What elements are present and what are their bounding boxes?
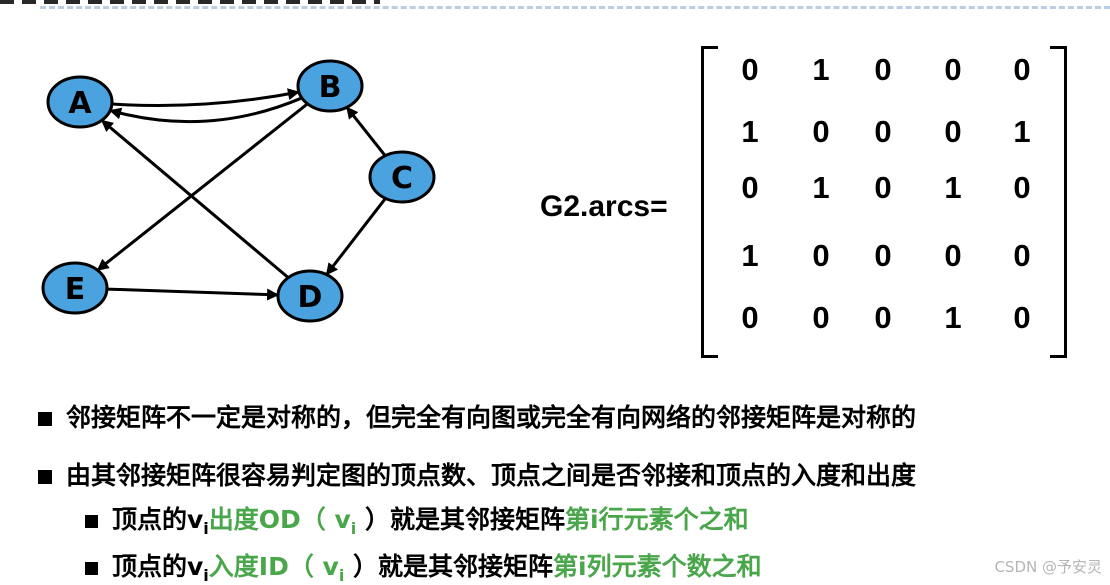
- edge-b-to-a: [109, 96, 303, 124]
- subscript-i: i: [350, 519, 357, 538]
- edge-a-to-b: [111, 88, 300, 107]
- matrix-cell: 0: [741, 52, 759, 87]
- matrix-cell: 0: [1013, 170, 1031, 205]
- node-circle: [368, 150, 436, 204]
- matrix-cell: 0: [1013, 300, 1031, 335]
- watermark: CSDN @予安灵: [994, 558, 1102, 576]
- matrix-cell: 1: [812, 52, 830, 87]
- bullet-square-icon: [85, 514, 98, 528]
- in-degree-term: 入度ID（ v: [208, 552, 339, 581]
- bullet-square-icon: [38, 412, 52, 426]
- matrix-cell: 0: [1013, 238, 1031, 273]
- column-sum-term: 第i列元素个数之和: [553, 552, 762, 581]
- node-b: B: [296, 59, 364, 113]
- node-c: C: [368, 150, 436, 204]
- node-circle: [296, 59, 364, 113]
- sub-bullet-middle: ）就是其邻接矩阵: [356, 505, 565, 534]
- node-label: C: [391, 161, 413, 196]
- bullet-text: 由其邻接矩阵很容易判定图的顶点数、顶点之间是否邻接和顶点的入度和出度: [66, 461, 917, 490]
- bullet-text: 邻接矩阵不一定是对称的，但完全有向图或完全有向网络的邻接矩阵是对称的: [66, 403, 917, 432]
- out-degree-term: 出度OD（ v: [208, 505, 351, 534]
- edge-b-to-e: [96, 102, 309, 272]
- cropped-heading: [0, 0, 380, 4]
- subscript-i: i: [338, 566, 345, 585]
- node-label: E: [65, 272, 86, 307]
- top-decoration: [0, 0, 1110, 10]
- matrix-cell: 1: [944, 300, 962, 335]
- node-d: D: [276, 269, 344, 323]
- sub-bullet-out-degree: 顶点的vi出度OD（ vi ）就是其邻接矩阵第i行元素个之和: [85, 500, 749, 538]
- matrix-cell: 0: [874, 52, 892, 87]
- matrix-cell: 1: [944, 170, 962, 205]
- node-label: B: [319, 70, 342, 105]
- matrix-cell: 0: [874, 170, 892, 205]
- matrix-cell: 1: [741, 114, 759, 149]
- node-e: E: [41, 261, 109, 315]
- sub-bullet-middle: ）就是其邻接矩阵: [344, 552, 554, 581]
- matrix-right-bracket: [1050, 46, 1067, 358]
- matrix-cell: 0: [1013, 52, 1031, 87]
- row-sum-term: 第i行元素个之和: [565, 505, 749, 534]
- graph-edges: [96, 88, 387, 301]
- node-label: D: [298, 280, 323, 315]
- matrix-cell: 0: [812, 238, 830, 273]
- bullet-square-icon: [85, 561, 98, 575]
- matrix-cell: 0: [944, 114, 962, 149]
- node-label: A: [68, 86, 92, 121]
- matrix-cell: 0: [944, 52, 962, 87]
- graph-nodes: A B C D E: [41, 59, 436, 323]
- matrix-cell: 0: [874, 238, 892, 273]
- matrix-cell: 1: [812, 170, 830, 205]
- bullet-square-icon: [38, 470, 52, 484]
- subscript-i: i: [203, 519, 209, 538]
- node-circle: [46, 75, 114, 129]
- directed-graph: A B C D E: [41, 59, 436, 323]
- node-circle: [276, 269, 344, 323]
- edge-d-to-a: [100, 119, 290, 279]
- sub-bullet-prefix: 顶点的v: [112, 505, 204, 534]
- matrix-label: G2.arcs=: [540, 190, 668, 223]
- matrix-cell: 0: [944, 238, 962, 273]
- edge-c-to-b: [345, 106, 387, 157]
- dashed-divider: [40, 6, 1110, 9]
- sub-bullet-prefix: 顶点的v: [112, 552, 204, 581]
- subscript-i: i: [203, 566, 209, 585]
- node-a: A: [46, 75, 114, 129]
- matrix-cell: 1: [741, 238, 759, 273]
- edge-e-to-d: [106, 287, 280, 301]
- matrix-cell: 1: [1013, 114, 1031, 149]
- matrix-cell: 0: [812, 300, 830, 335]
- edge-c-to-d: [325, 197, 387, 276]
- sub-bullet-in-degree: 顶点的vi入度ID（ vi ）就是其邻接矩阵第i列元素个数之和: [85, 547, 762, 585]
- matrix-cell: 0: [812, 114, 830, 149]
- bullet-symmetric-note: 邻接矩阵不一定是对称的，但完全有向图或完全有向网络的邻接矩阵是对称的: [38, 398, 916, 434]
- node-circle: [41, 261, 109, 315]
- matrix-left-bracket: [701, 46, 718, 358]
- matrix-cell: 0: [874, 300, 892, 335]
- bullet-degree-note: 由其邻接矩阵很容易判定图的顶点数、顶点之间是否邻接和顶点的入度和出度: [38, 456, 916, 492]
- matrix-cell: 0: [874, 114, 892, 149]
- matrix-cell: 0: [741, 300, 759, 335]
- matrix-cell: 0: [741, 170, 759, 205]
